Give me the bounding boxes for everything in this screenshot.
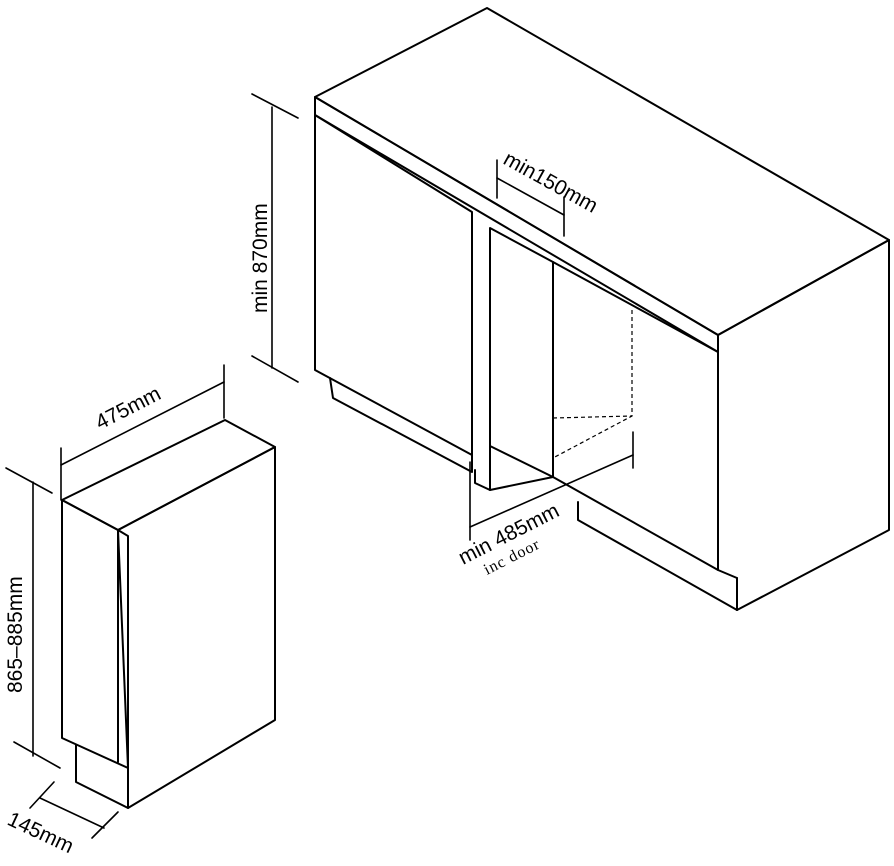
cabinet-gap-plinth: [474, 445, 491, 491]
cabinet-right-side: [717, 239, 890, 611]
dimension-cabinet-height: min 870mm: [249, 93, 299, 383]
cabinet-gap-panel: [489, 227, 554, 478]
unit-side: [117, 446, 276, 809]
unit-plinth: [75, 744, 129, 809]
cabinet-worktop-front-edge: [314, 96, 719, 353]
cabinet-left-plinth: [329, 377, 473, 473]
cabinet-gap-plinth-edge: [489, 476, 554, 491]
cabinet-hidden-recess: [552, 310, 633, 459]
cabinet-right-plinth: [577, 501, 738, 611]
unit-height-label: 865–885mm: [4, 576, 27, 693]
cabinet-hidden-recess-2: [552, 415, 633, 419]
cabinet-right-door: [552, 261, 719, 571]
dimension-gap-width: min150mm: [496, 147, 602, 237]
dimension-unit-height: 865–885mm: [4, 467, 61, 769]
unit-width-label: 145mm: [4, 808, 77, 858]
dishwasher-unit: [61, 419, 276, 809]
cabinet-worktop-top: [314, 7, 890, 336]
cabinet: [314, 7, 890, 611]
unit-front: [61, 499, 129, 769]
unit-top: [61, 419, 276, 531]
unit-depth-label: 475mm: [92, 382, 165, 434]
cabinet-left-door: [314, 114, 473, 456]
dimension-cabinet-depth: min 485mm inc door: [455, 431, 634, 579]
cabinet-height-label: min 870mm: [249, 203, 272, 313]
